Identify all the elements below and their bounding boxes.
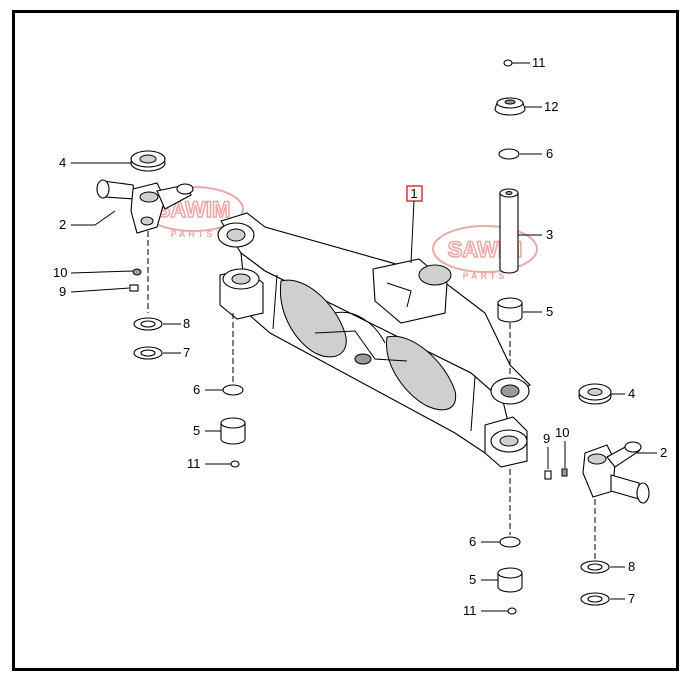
callout-label-3: 3 xyxy=(546,227,553,242)
callout-7-right: 7 xyxy=(610,591,635,606)
callout-8-right: 8 xyxy=(610,559,635,574)
callout-4-right: 4 xyxy=(611,386,635,401)
bolt-left-9 xyxy=(129,284,139,292)
grease-fitting-bottom-11 xyxy=(507,607,517,615)
thrust-washer-right-4 xyxy=(578,383,612,405)
callout-5-left: 5 xyxy=(193,423,221,438)
bushing-left-5 xyxy=(220,417,246,445)
bolt-right-10 xyxy=(561,468,568,477)
callout-label-4-right: 4 xyxy=(628,386,635,401)
watermark-left: SAWIM PARTS xyxy=(142,186,244,239)
callout-10-left: 10 xyxy=(53,265,134,280)
grease-fitting-top-11 xyxy=(503,59,513,67)
callout-label-5-left: 5 xyxy=(193,423,200,438)
callout-12: 12 xyxy=(525,99,558,114)
oring-bottom-6 xyxy=(499,536,521,548)
shim-left-8 xyxy=(133,317,163,331)
callout-label-7-right: 7 xyxy=(628,591,635,606)
diagram-frame: SAWIM PARTS SAWIM PARTS xyxy=(12,10,679,671)
watermark-sub-left: PARTS xyxy=(171,229,216,239)
callout-2-right: 2 xyxy=(637,445,667,460)
thrust-washer-left-4 xyxy=(130,150,166,172)
callout-label-11-bottom: 11 xyxy=(463,603,477,618)
callout-label-11-left: 11 xyxy=(187,456,201,471)
callout-6-left: 6 xyxy=(193,382,223,397)
axle-beam xyxy=(217,212,531,468)
callout-label-2-left: 2 xyxy=(59,217,66,232)
callout-9-right: 9 xyxy=(543,431,550,469)
shim-right-8 xyxy=(580,560,610,574)
callout-8-left: 8 xyxy=(163,316,190,331)
callout-7-left: 7 xyxy=(163,345,190,360)
callout-label-2-right: 2 xyxy=(660,445,667,460)
callout-label-9-left: 9 xyxy=(59,284,66,299)
callout-label-6-top: 6 xyxy=(546,146,553,161)
callout-label-8-left: 8 xyxy=(183,316,190,331)
grease-fitting-left-11 xyxy=(230,460,240,468)
steering-knuckle-right xyxy=(582,441,650,504)
oring-top-6 xyxy=(498,148,520,160)
callout-11-top: 11 xyxy=(512,55,546,70)
bushing-top-5 xyxy=(497,297,523,323)
bolt-right-9 xyxy=(544,470,552,480)
callout-11-left: 11 xyxy=(187,456,231,471)
exploded-parts-diagram: SAWIM PARTS SAWIM PARTS xyxy=(53,55,667,618)
callout-label-5-top: 5 xyxy=(546,304,553,319)
callout-11-bottom: 11 xyxy=(463,603,508,618)
steering-knuckle-left xyxy=(96,179,194,234)
oring-left-6 xyxy=(222,384,244,396)
callout-label-6-left: 6 xyxy=(193,382,200,397)
callout-label-8-right: 8 xyxy=(628,559,635,574)
callout-label-12: 12 xyxy=(544,99,558,114)
callout-2-left: 2 xyxy=(59,210,116,232)
callout-9-left: 9 xyxy=(59,284,130,299)
callout-label-1: 1 xyxy=(410,186,417,201)
callout-label-9-right: 9 xyxy=(543,431,550,446)
cap-12 xyxy=(494,97,526,116)
callout-label-7-left: 7 xyxy=(183,345,190,360)
callout-10-right: 10 xyxy=(555,425,569,468)
highlight-box xyxy=(406,185,423,202)
callout-4-left: 4 xyxy=(59,155,131,170)
callout-1: 1 xyxy=(406,185,423,264)
shim-left-7 xyxy=(133,346,163,360)
bolt-left-10 xyxy=(132,268,142,276)
watermark-sub-right: PARTS xyxy=(463,271,508,281)
callout-label-10-right: 10 xyxy=(555,425,569,440)
bushing-bottom-5 xyxy=(497,567,523,593)
callout-label-11-top: 11 xyxy=(532,55,546,70)
callout-6-bottom: 6 xyxy=(469,534,500,549)
callout-5-bottom: 5 xyxy=(469,572,498,587)
callout-label-10-left: 10 xyxy=(53,265,67,280)
callout-label-4-left: 4 xyxy=(59,155,66,170)
callout-label-5-bottom: 5 xyxy=(469,572,476,587)
shim-right-7 xyxy=(580,592,610,606)
callout-3: 3 xyxy=(518,227,553,242)
callout-label-6-bottom: 6 xyxy=(469,534,476,549)
callout-6-top: 6 xyxy=(520,146,553,161)
pivot-pin-3 xyxy=(499,188,519,274)
callout-5-top: 5 xyxy=(523,304,553,319)
